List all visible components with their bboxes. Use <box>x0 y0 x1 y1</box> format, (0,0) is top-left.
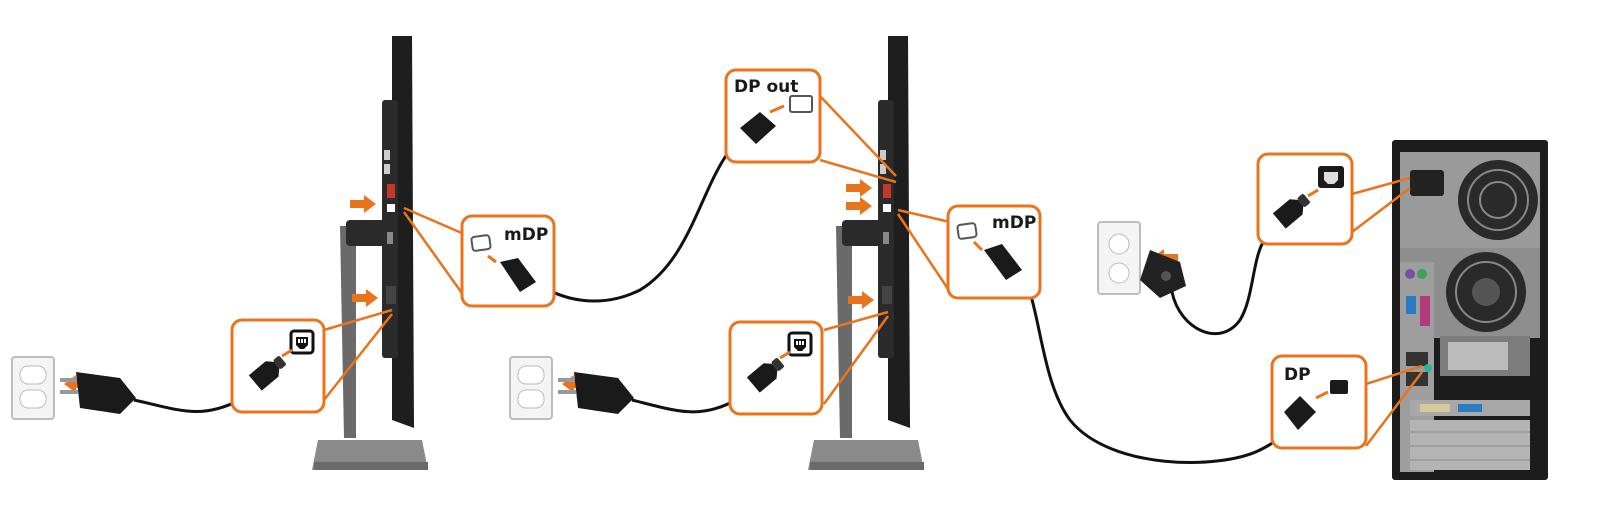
monitor-1 <box>312 36 428 470</box>
label-mdp-1: mDP <box>504 225 548 245</box>
power-plug-1 <box>60 372 136 414</box>
callout-dp-out: DP out <box>724 68 822 164</box>
label-mdp-2: mDP <box>992 213 1036 233</box>
callout-power-monitor1 <box>230 318 326 414</box>
arrow-icon <box>846 179 872 197</box>
callout-mdp-monitor1: mDP <box>460 214 556 308</box>
dp-cable-monitor2-to-pc <box>1020 275 1298 464</box>
mini-displayport-plug-icon <box>984 244 1022 280</box>
displayport-plug-icon <box>1284 396 1316 430</box>
wall-outlet-2 <box>509 356 553 420</box>
label-dp-out: DP out <box>734 77 798 97</box>
displayport-port-icon <box>1330 380 1348 394</box>
wall-outlet-3 <box>1097 221 1141 295</box>
mini-displayport-port-icon <box>470 234 492 252</box>
callout-mdp-monitor2: mDP <box>946 204 1042 300</box>
power-connector-icon <box>289 329 315 355</box>
callout-leaders <box>323 95 1423 447</box>
callout-dp-pc: DP <box>1270 354 1368 450</box>
power-plug-3 <box>1140 250 1186 298</box>
wall-outlet-1 <box>11 356 55 420</box>
power-connector-icon <box>787 331 813 357</box>
callout-power-pc <box>1256 152 1354 246</box>
arrow-icon <box>846 197 872 215</box>
displayport-port-icon <box>789 95 813 113</box>
power-connector-icon <box>1318 166 1344 188</box>
power-plug-2 <box>558 372 634 414</box>
callout-power-monitor2 <box>728 320 824 416</box>
label-dp-pc: DP <box>1284 365 1311 385</box>
mini-displayport-plug-icon <box>500 258 536 292</box>
monitor-2 <box>808 36 924 470</box>
power-cable-3 <box>1170 234 1270 336</box>
mini-displayport-port-icon <box>956 222 978 240</box>
desktop-pc-tower <box>1392 140 1548 480</box>
arrow-icon <box>350 195 376 213</box>
dp-cable-monitor1-to-monitor2 <box>535 122 754 303</box>
displayport-plug-icon <box>740 112 776 144</box>
